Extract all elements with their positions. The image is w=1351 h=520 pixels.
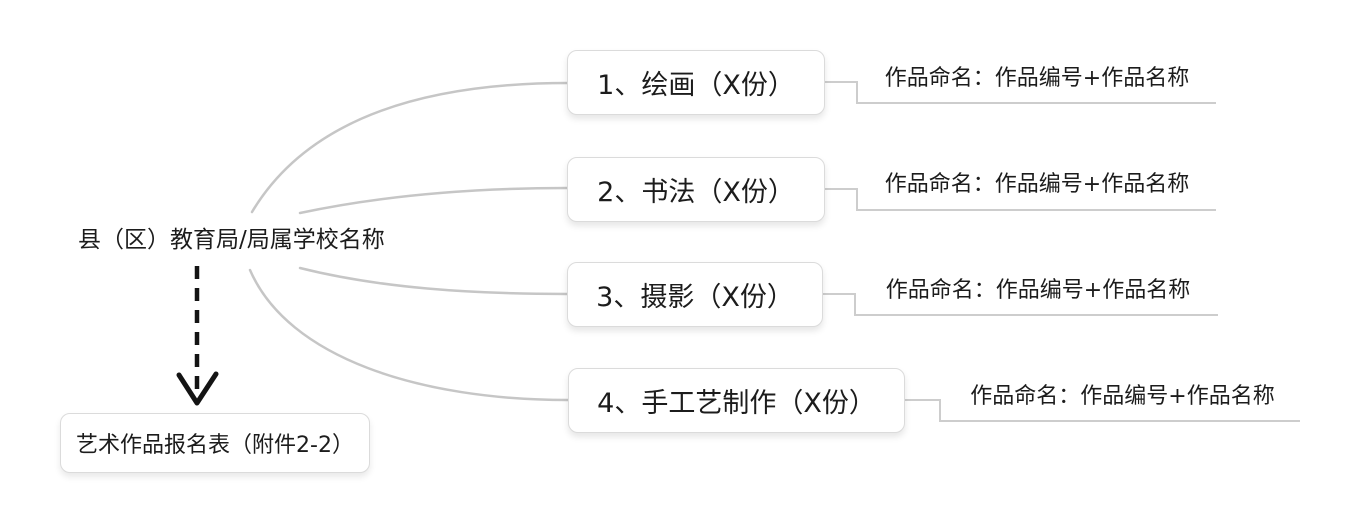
naming-rule-note-3[interactable]: 作品命名：作品编号+作品名称: [885, 278, 1191, 303]
topic-box-painting[interactable]: 1、绘画（X份）: [567, 50, 825, 115]
branch-curve-4: [248, 268, 570, 402]
note-connector-4: [905, 399, 1300, 422]
naming-rule-note-2[interactable]: 作品命名：作品编号+作品名称: [884, 172, 1190, 197]
attachment-label: 艺术作品报名表（附件2-2）: [76, 433, 354, 458]
topic-box-calligraphy[interactable]: 2、书法（X份）: [567, 157, 825, 222]
dashed-arrow: [176, 266, 219, 406]
root-topic-label[interactable]: 县（区）教育局/局属学校名称: [78, 227, 385, 253]
topic-label-handicraft: 4、手工艺制作（X份）: [597, 388, 876, 419]
topic-label-photography: 3、摄影（X份）: [596, 282, 794, 313]
naming-rule-note-1[interactable]: 作品命名：作品编号+作品名称: [884, 66, 1190, 91]
note-connector-1: [825, 81, 1216, 104]
attachment-box[interactable]: 艺术作品报名表（附件2-2）: [60, 413, 370, 473]
branch-curve-2: [298, 186, 570, 215]
topic-label-painting: 1、绘画（X份）: [597, 70, 795, 101]
branch-curve-1: [250, 81, 570, 214]
branch-curve-3: [298, 266, 570, 296]
topic-label-calligraphy: 2、书法（X份）: [597, 177, 795, 208]
naming-rule-note-4[interactable]: 作品命名：作品编号+作品名称: [970, 384, 1275, 409]
arrow-head-icon: [176, 371, 219, 406]
topic-box-photography[interactable]: 3、摄影（X份）: [567, 262, 823, 327]
topic-box-handicraft[interactable]: 4、手工艺制作（X份）: [568, 368, 905, 433]
note-connector-2: [825, 188, 1216, 211]
note-connector-3: [823, 293, 1218, 316]
